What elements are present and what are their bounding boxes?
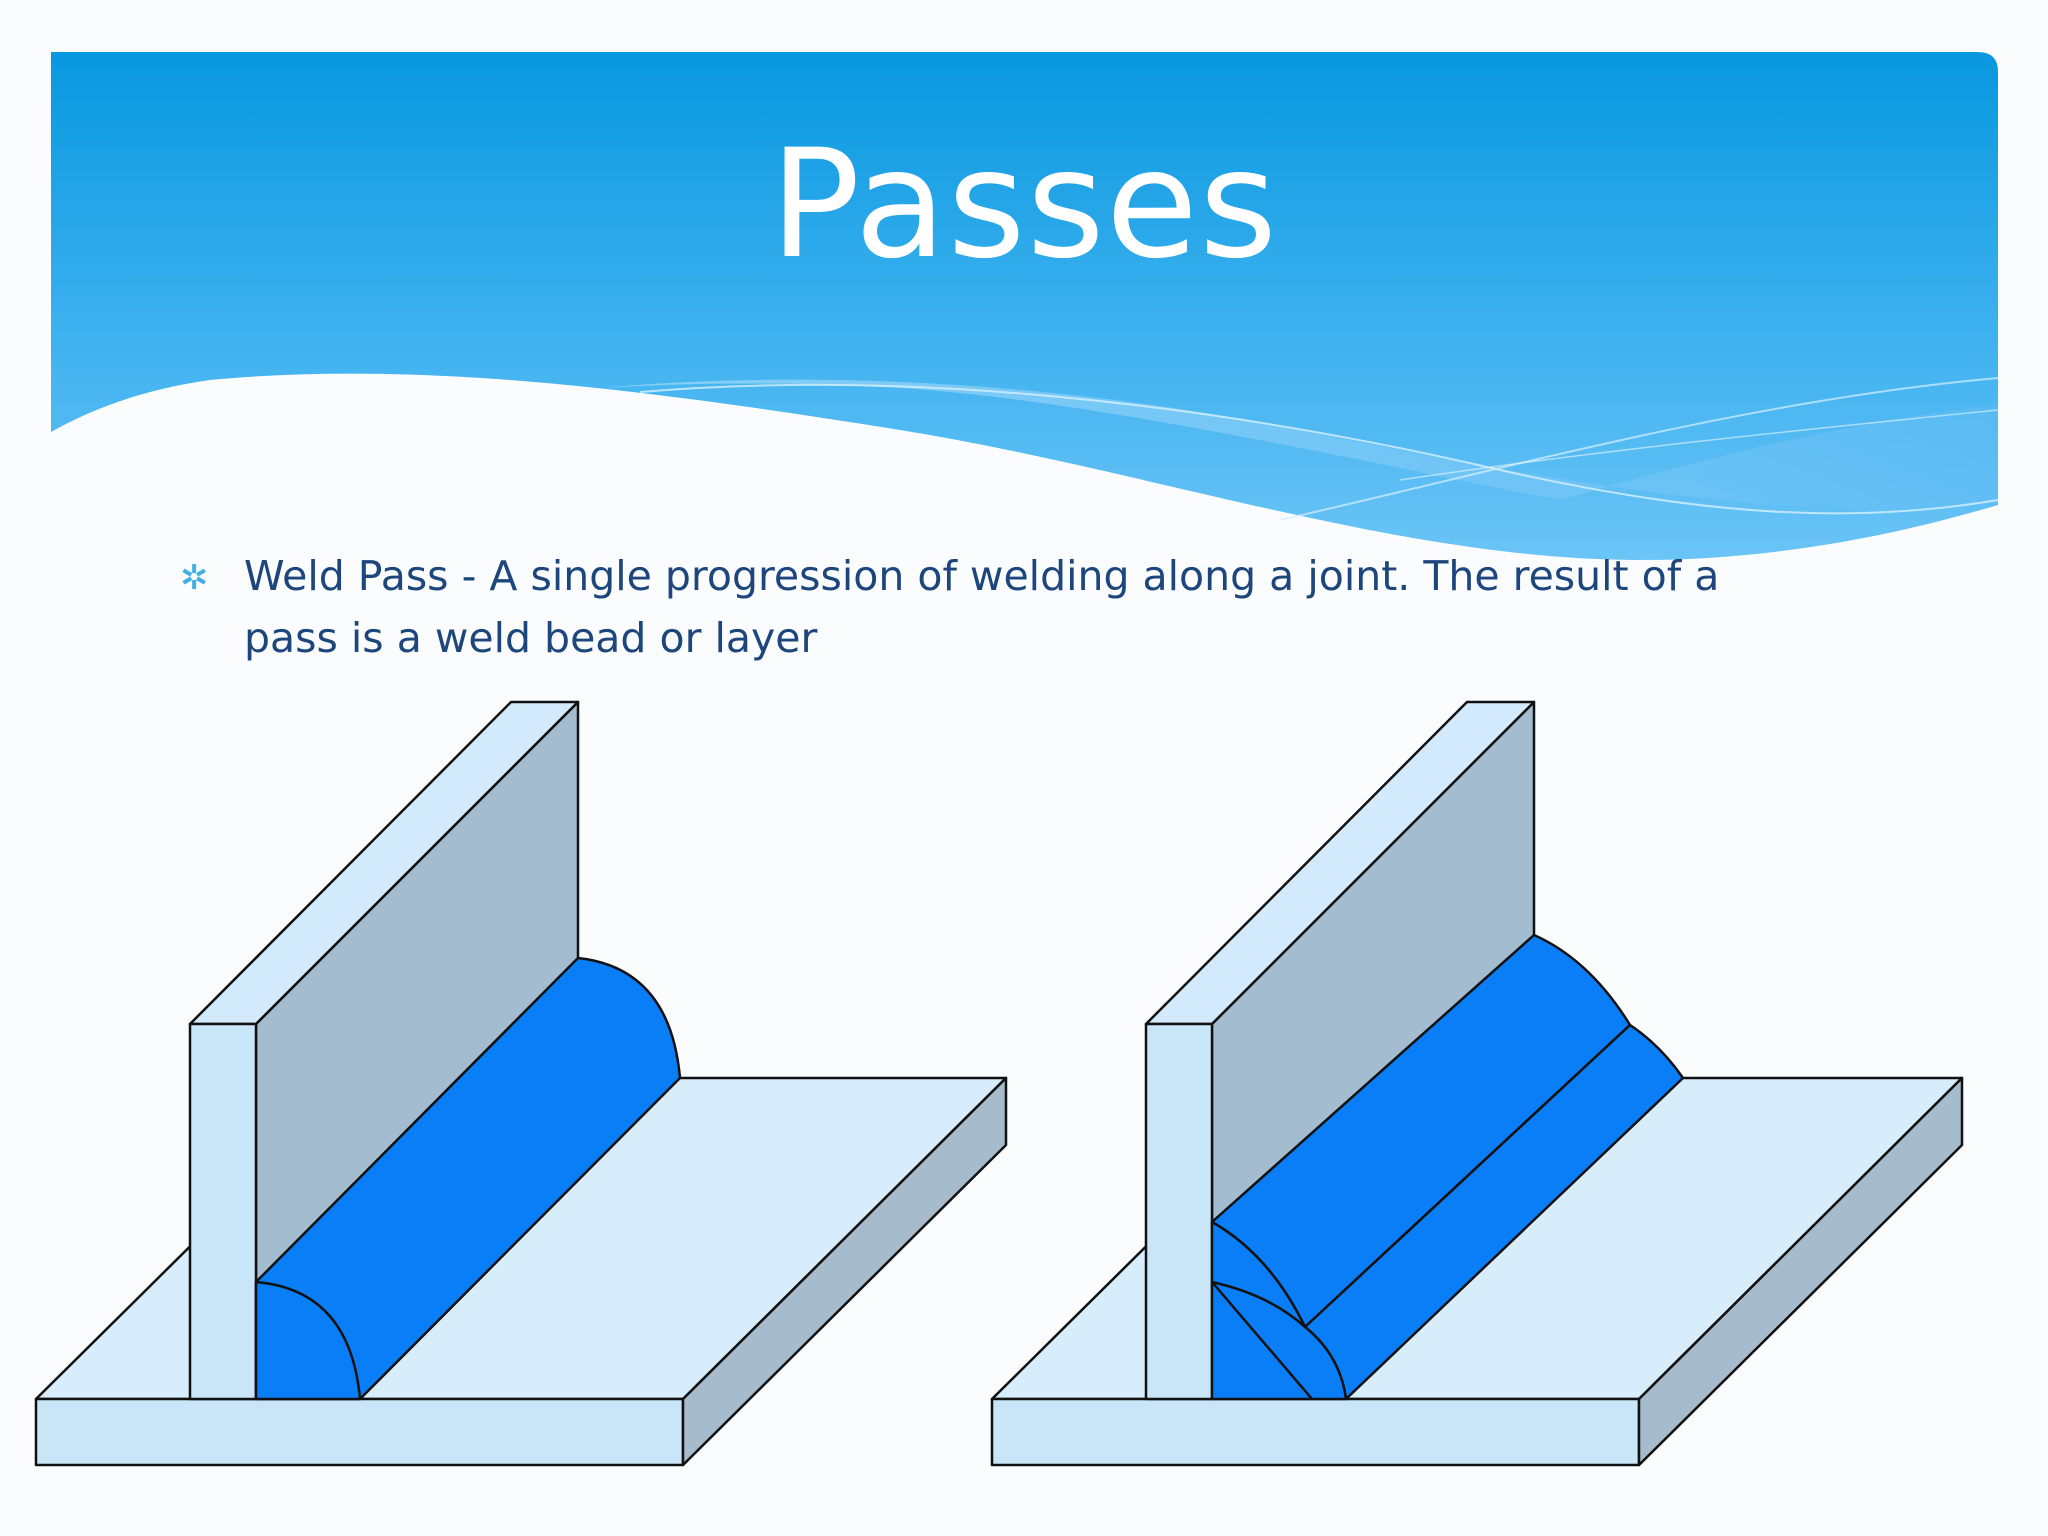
bullet-text: Weld Pass - A single progression of weld… — [244, 552, 1720, 662]
base-plate-front — [34, 1397, 685, 1467]
weld-bead-face — [254, 1280, 362, 1401]
vertical-plate-front — [1144, 1022, 1214, 1401]
base-plate-side — [681, 1076, 1008, 1467]
slide-title: Passes — [769, 118, 1279, 292]
multi-pass-tee-joint — [990, 700, 1964, 1467]
vertical-plate-front — [188, 1022, 258, 1401]
weld-pass-root-line — [1211, 1280, 1313, 1400]
single-pass-tee-joint — [34, 700, 1008, 1467]
banner-wave-line-3 — [1399, 409, 1999, 481]
banner-wave-line-2 — [1279, 377, 1999, 521]
banner-wave-line-1 — [639, 383, 1999, 515]
banner-background — [51, 52, 1998, 560]
banner-wave-light — [600, 379, 1998, 509]
title-banner — [51, 52, 1999, 560]
asterisk-bullet-icon: ✲ — [180, 558, 209, 598]
base-plate-side — [1637, 1076, 1964, 1467]
base-plate-front — [990, 1397, 1641, 1467]
bullet-item: ✲ Weld Pass - A single progression of we… — [180, 545, 1820, 669]
weld-bead-length — [254, 956, 682, 1401]
